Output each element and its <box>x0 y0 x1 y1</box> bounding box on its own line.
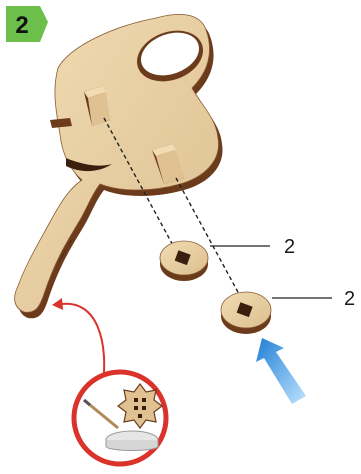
callout-label-upper: 2 <box>284 236 295 258</box>
step-number: 2 <box>15 12 28 39</box>
upper-washer <box>160 241 208 281</box>
glue-application-icon <box>74 372 166 464</box>
callout-label-lower: 2 <box>344 288 355 310</box>
step-number-badge: 2 <box>6 6 48 42</box>
arrow-up-left-icon <box>256 338 306 404</box>
glue-pointer-arrowhead <box>52 298 63 310</box>
lower-washer <box>221 292 271 334</box>
